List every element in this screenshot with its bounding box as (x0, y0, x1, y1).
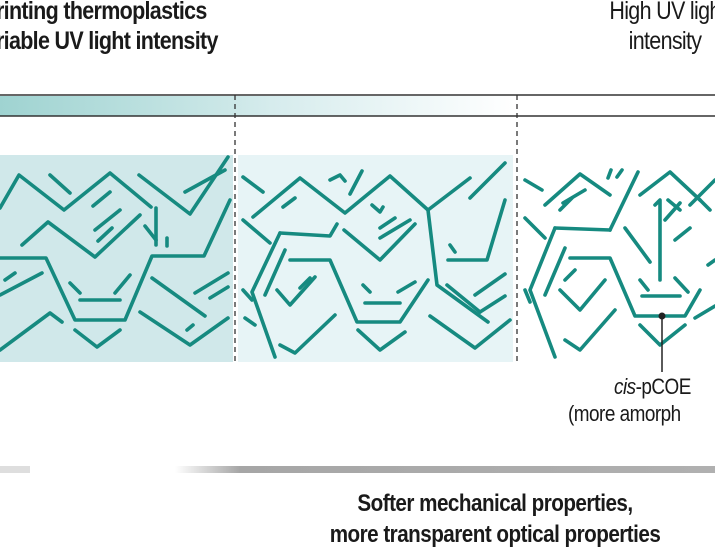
left-title-line2: riable UV light intensity (0, 27, 218, 55)
uv-intensity-bar (0, 96, 715, 116)
right-title-line1: High UV ligh (609, 0, 715, 25)
left-title-line1: rinting thermoplastics (0, 0, 207, 25)
pcoe-text: -pCOE (635, 374, 692, 399)
footer-line2: more transparent optical properties (329, 521, 661, 548)
footer-line1: Softer mechanical properties, (357, 490, 633, 517)
footer-caption: Softer mechanical properties, more trans… (280, 488, 710, 550)
polymer-chains-panel-1 (0, 155, 232, 352)
annotation-dot (658, 312, 666, 320)
cis-pcoe-label: cis-pCOE (614, 373, 691, 401)
left-title: rinting thermoplastics riable UV light i… (0, 0, 218, 56)
right-title: High UV ligh intensity (601, 0, 715, 56)
amorphous-label: (more amorph (568, 401, 681, 426)
right-title-line2: intensity (628, 27, 702, 55)
polymer-chains-panel-3 (523, 168, 715, 359)
polymer-chains-panel-2 (241, 161, 512, 359)
property-gradient-bar (0, 466, 30, 473)
cis-italic: cis (614, 374, 636, 399)
property-gradient-bar-main (175, 466, 715, 473)
